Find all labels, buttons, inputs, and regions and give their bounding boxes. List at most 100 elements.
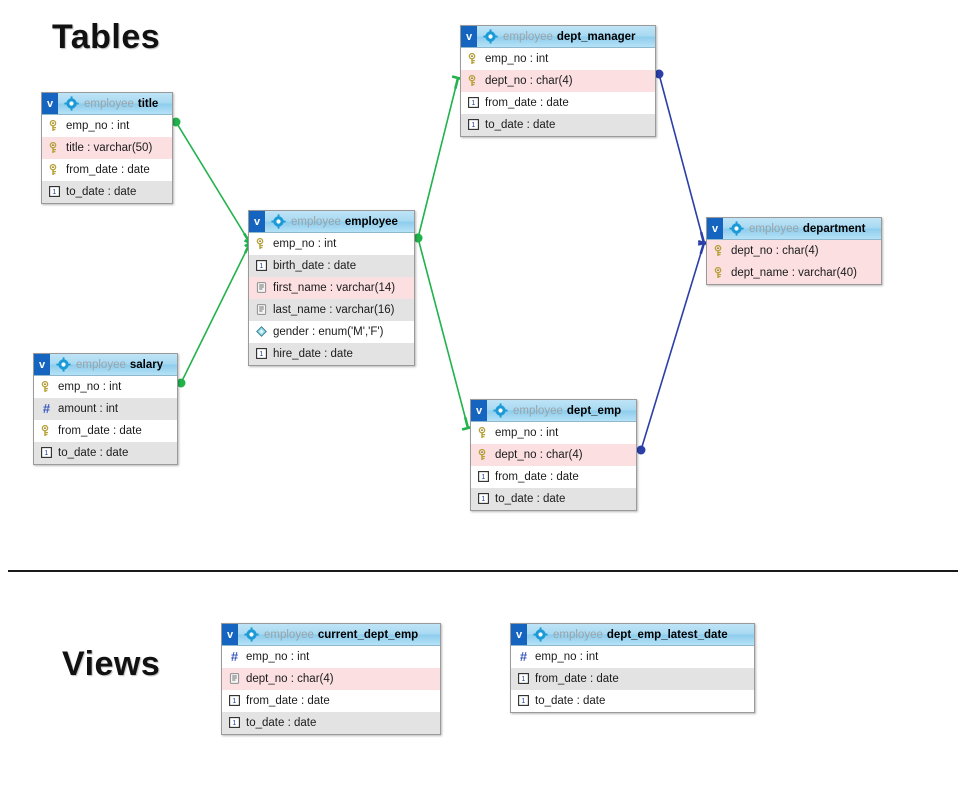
column-row[interactable]: 1 from_date : date [471,466,636,488]
v-badge-icon: v [42,93,58,114]
svg-text:1: 1 [259,263,263,270]
key-icon [40,424,53,437]
key-icon [467,74,480,87]
svg-text:1: 1 [481,474,485,481]
column-row[interactable]: emp_no : int [34,376,177,398]
relationship-link-employee-dept_emp [413,233,475,431]
text-icon [255,303,268,316]
column-row[interactable]: first_name : varchar(14) [249,277,414,299]
column-label: emp_no : int [246,650,310,663]
column-row[interactable]: from_date : date [42,159,172,181]
section-heading-tables: Tables [52,18,161,56]
date-icon: 1 [467,96,480,109]
key-icon [255,237,268,250]
column-row[interactable]: emp_no : int [42,115,172,137]
column-row[interactable]: dept_name : varchar(40) [707,262,881,284]
column-row[interactable]: emp_no : int [249,233,414,255]
column-label: dept_no : char(4) [731,244,819,257]
column-row[interactable]: title : varchar(50) [42,137,172,159]
column-row[interactable]: #emp_no : int [222,646,440,668]
column-row[interactable]: dept_no : char(4) [471,444,636,466]
column-row[interactable]: dept_no : char(4) [461,70,655,92]
gear-icon [483,29,498,44]
key-icon [40,380,53,393]
gear-icon [493,403,508,418]
column-label: title : varchar(50) [66,141,153,154]
column-label: from_date : date [246,694,330,707]
relationship-link-dept_manager-department [654,69,711,246]
column-row[interactable]: dept_no : char(4) [222,668,440,690]
column-row[interactable]: emp_no : int [471,422,636,444]
column-label: dept_no : char(4) [485,74,573,87]
column-label: to_date : date [246,716,317,729]
column-label: to_date : date [66,185,137,198]
column-label: from_date : date [58,424,142,437]
v-badge-icon: v [34,354,50,375]
column-label: amount : int [58,402,119,415]
gear-icon [729,221,744,236]
entity-name-label: employee [344,215,398,228]
number-hash-icon: # [519,649,528,664]
date-icon: 1 [255,259,268,272]
section-heading-views: Views [62,645,161,683]
date-icon: 1 [477,492,490,505]
date-icon: 1 [517,694,530,707]
column-row[interactable]: from_date : date [34,420,177,442]
column-row[interactable]: emp_no : int [461,48,655,70]
v-badge-icon: v [707,218,723,239]
section-divider [8,570,958,572]
column-label: from_date : date [495,470,579,483]
key-icon [48,163,61,176]
column-label: gender : enum('M','F') [273,325,384,338]
column-row[interactable]: dept_no : char(4) [707,240,881,262]
svg-text:1: 1 [521,698,525,705]
entity-schema-label: employee [291,215,341,228]
column-label: to_date : date [485,118,556,131]
entity-schema-label: employee [84,97,134,110]
date-icon: 1 [255,347,268,360]
entity-schema-label: employee [264,628,314,641]
column-row[interactable]: gender : enum('M','F') [249,321,414,343]
column-row[interactable]: 1 hire_date : date [249,343,414,365]
key-icon [467,52,480,65]
entity-schema-label: employee [76,358,126,371]
entity-schema-label: employee [503,30,553,43]
entity-name-label: dept_emp [566,404,622,417]
column-row[interactable]: #emp_no : int [511,646,754,668]
column-label: hire_date : date [273,347,353,360]
column-row[interactable]: #amount : int [34,398,177,420]
enum-icon [255,325,268,338]
key-icon [713,244,726,257]
key-icon [48,141,61,154]
entity-schema-label: employee [513,404,563,417]
column-row[interactable]: last_name : varchar(16) [249,299,414,321]
column-label: first_name : varchar(14) [273,281,396,294]
